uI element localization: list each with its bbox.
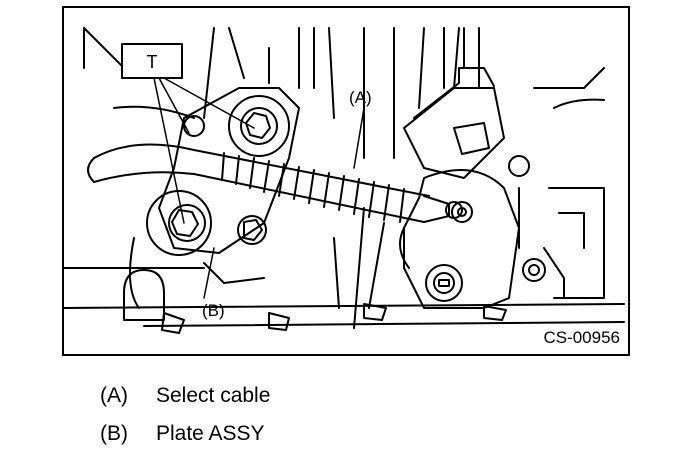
legend-key: (A): [100, 384, 128, 407]
plate-assy: [146, 87, 300, 284]
legend-item-b: (B) Plate ASSY: [100, 422, 265, 446]
base-tabs: [123, 269, 507, 334]
callout-t-label: T: [147, 52, 158, 72]
legend-text: Plate ASSY: [156, 422, 265, 445]
legend-item-a: (A) Select cable: [100, 384, 270, 408]
legend-key: (B): [100, 422, 128, 445]
select-cable: [87, 143, 463, 223]
callout-t-box: [121, 43, 183, 79]
mechanism-illustration: T (A) (B): [64, 27, 625, 334]
frame-lines: [64, 27, 625, 329]
figure-code: CS-00956: [543, 328, 620, 347]
callout-a-label: (A): [349, 88, 372, 107]
callout-b-label: (B): [202, 301, 225, 320]
diagram-figure: T (A) (B) CS-00956: [62, 6, 630, 356]
leader-lines: [153, 77, 365, 299]
shift-lever-assembly: [399, 27, 605, 309]
legend-text: Select cable: [156, 384, 271, 407]
